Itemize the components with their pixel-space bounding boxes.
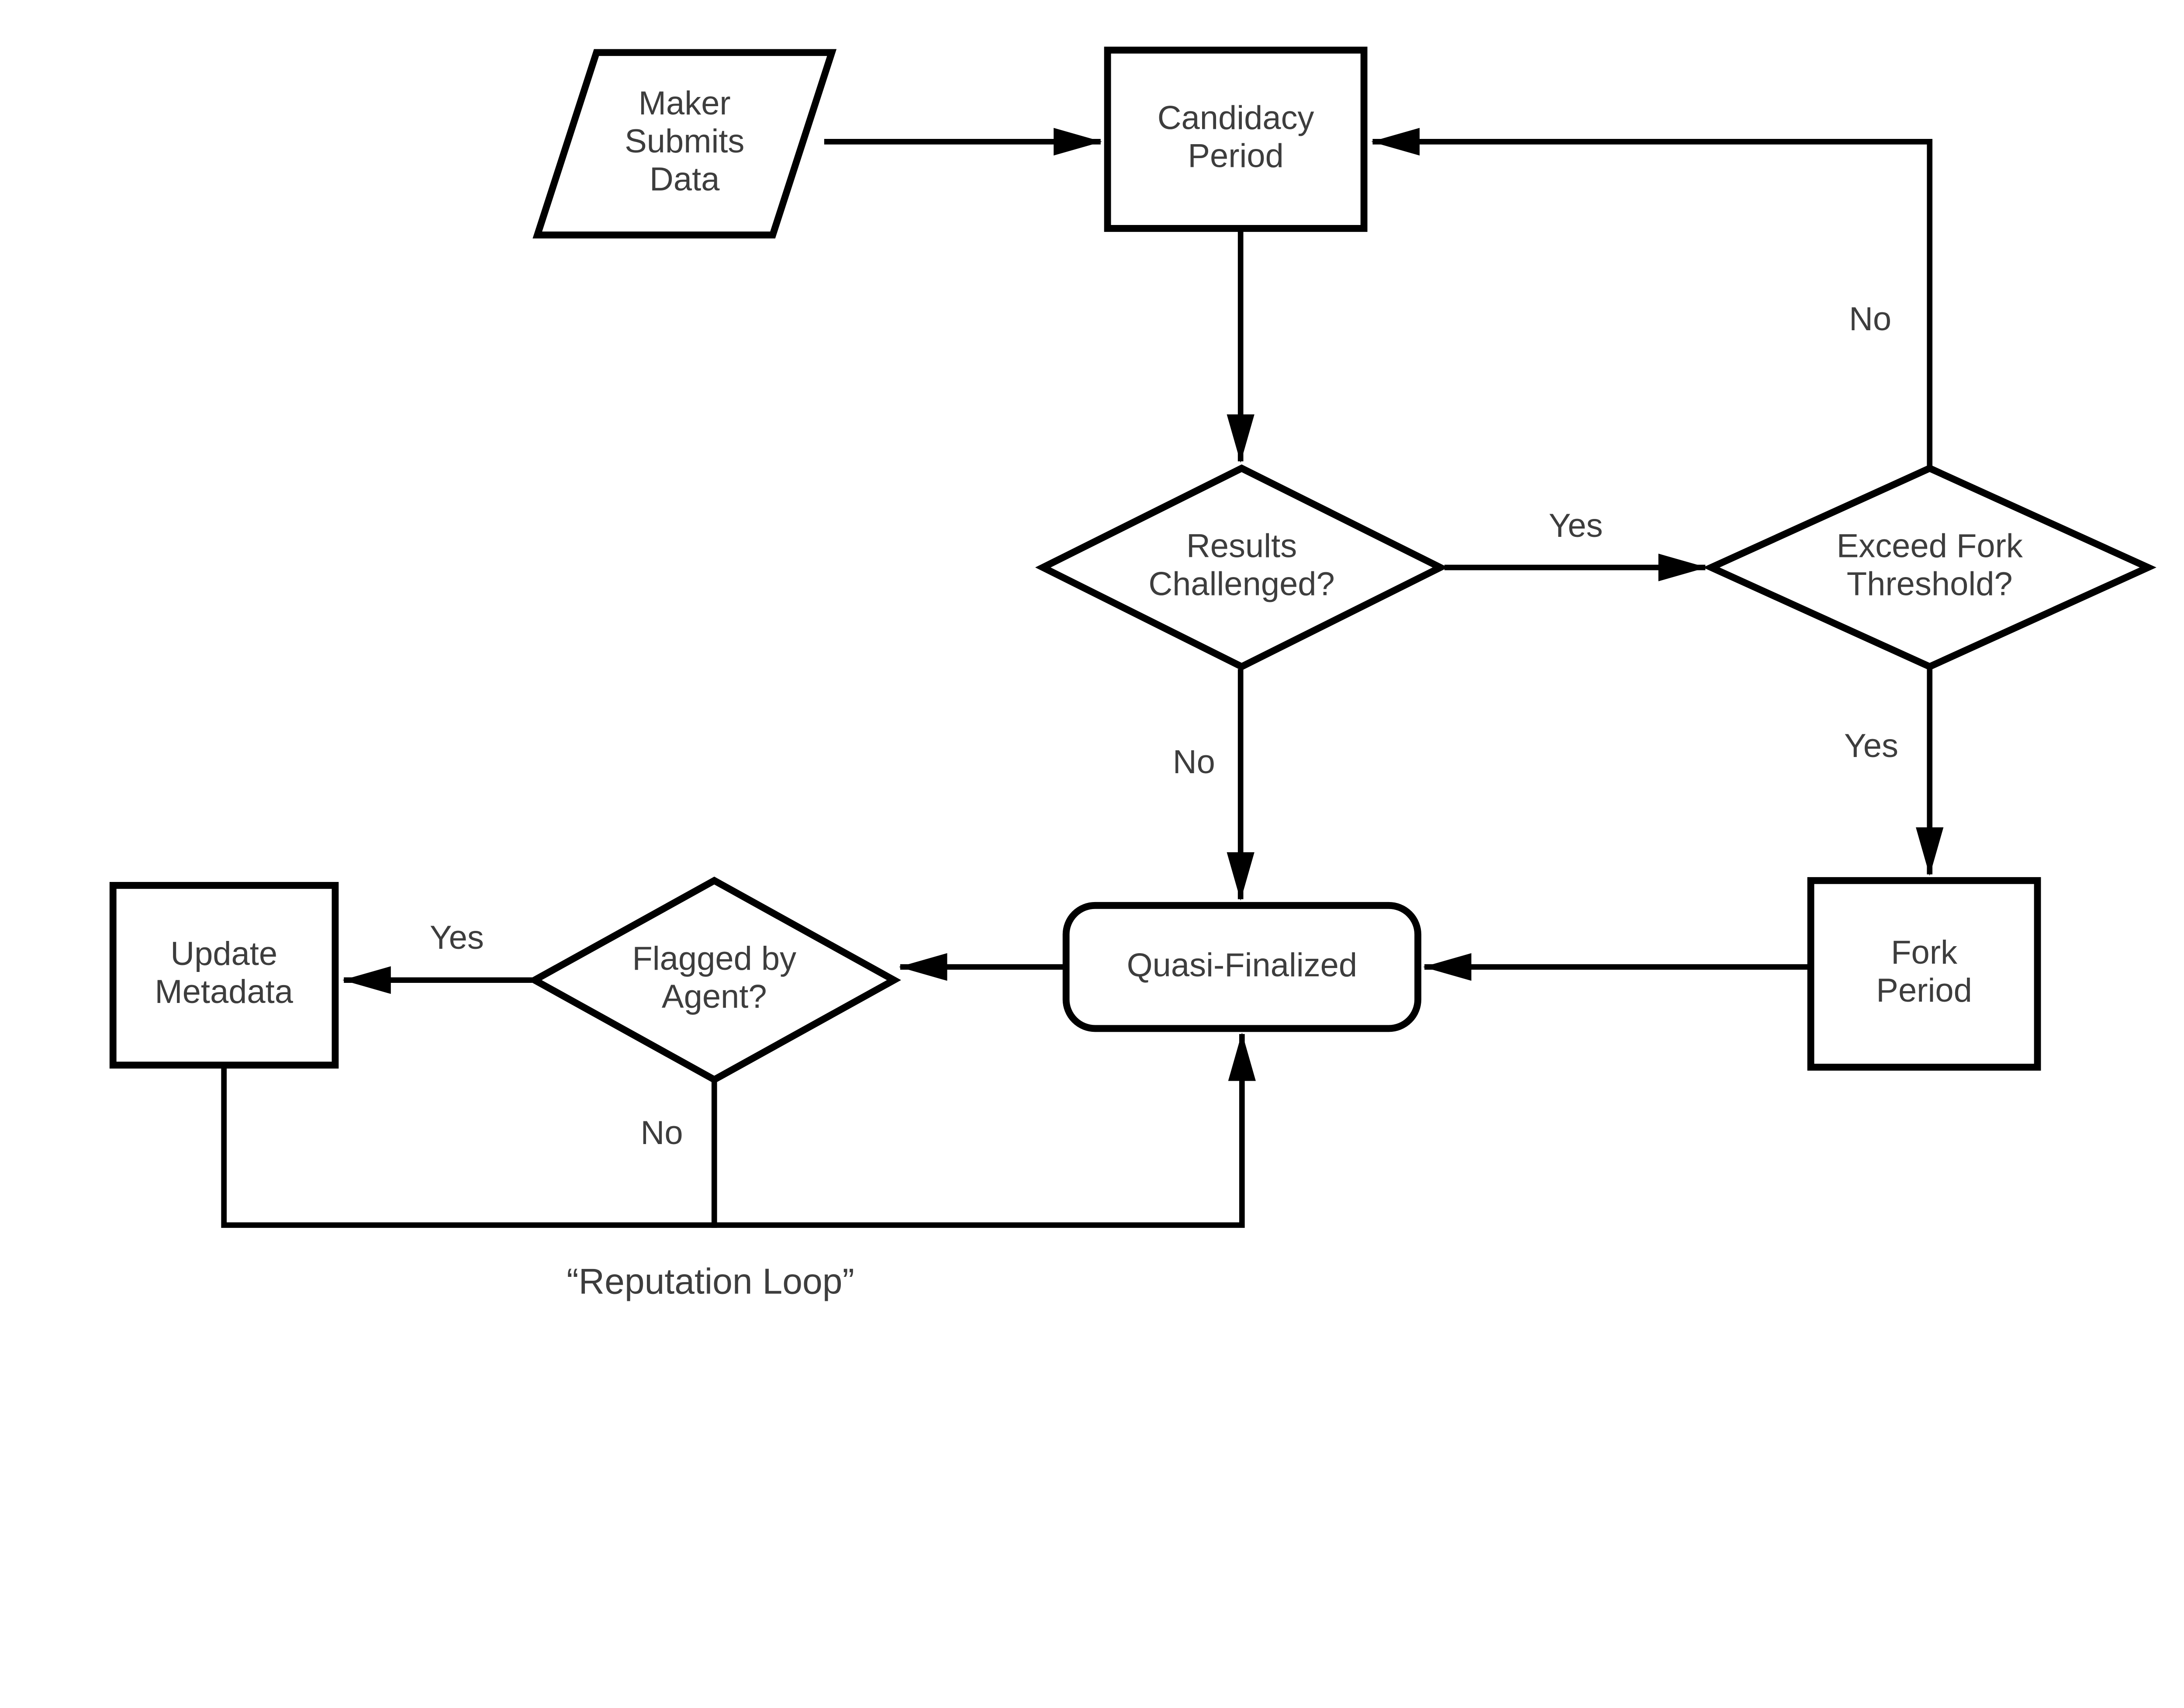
node-label: Metadata bbox=[155, 973, 293, 1010]
node-label: Period bbox=[1188, 137, 1284, 174]
node-quasi-finalized: Quasi-Finalized bbox=[1062, 902, 1421, 1032]
edge-label-no: No bbox=[1173, 743, 1215, 781]
node-exceed-fork-threshold: Exceed Fork Threshold? bbox=[1703, 464, 2156, 671]
node-label: Threshold? bbox=[1847, 566, 2013, 603]
flowchart-page: Maker Submits Data Candidacy Period Resu… bbox=[109, 46, 2156, 1302]
decision-diamond-shape bbox=[1035, 464, 1448, 671]
node-results-challenged: Results Challenged? bbox=[1035, 464, 1448, 671]
edge-label-no: No bbox=[640, 1114, 683, 1151]
node-label: Exceed Fork bbox=[1837, 528, 2023, 565]
node-update-metadata: Update Metadata bbox=[109, 882, 339, 1069]
decision-diamond-shape bbox=[1703, 464, 2156, 671]
node-label: Agent? bbox=[662, 978, 767, 1015]
node-fork-period: Fork Period bbox=[1807, 877, 2041, 1071]
rounded-rect-shape bbox=[1062, 902, 1421, 1032]
node-label: Update bbox=[170, 935, 277, 972]
process-rect-shape bbox=[1104, 46, 1368, 232]
node-label: Challenged? bbox=[1148, 566, 1334, 603]
node-label: Maker bbox=[639, 85, 731, 122]
node-label: Candidacy bbox=[1158, 99, 1314, 136]
edge-label-yes: Yes bbox=[1844, 727, 1898, 764]
edge-reputation-loop bbox=[221, 1032, 1256, 1228]
node-maker-submits-data: Maker Submits Data bbox=[532, 49, 837, 239]
node-candidacy-period: Candidacy Period bbox=[1104, 46, 1368, 232]
node-label: Quasi-Finalized bbox=[1127, 947, 1358, 984]
flowchart-canvas: Maker Submits Data Candidacy Period Resu… bbox=[109, 46, 2156, 1302]
process-rect-shape bbox=[109, 882, 339, 1069]
node-label: Submits bbox=[625, 123, 744, 160]
node-label: Results bbox=[1186, 528, 1297, 565]
node-label: Fork bbox=[1891, 934, 1958, 971]
node-label: Flagged by bbox=[632, 940, 796, 977]
edge-label-yes: Yes bbox=[1549, 507, 1603, 544]
node-flagged-by-agent: Flagged by Agent? bbox=[527, 876, 902, 1084]
edge-label-no: No bbox=[1849, 301, 1891, 338]
diagram-caption: “Reputation Loop” bbox=[567, 1262, 854, 1302]
process-rect-shape bbox=[1807, 877, 2041, 1071]
decision-diamond-shape bbox=[527, 876, 902, 1084]
node-label: Period bbox=[1876, 972, 1972, 1009]
edge-exceed-no-to-candidacy bbox=[1371, 128, 1933, 466]
edge-label-yes: Yes bbox=[430, 919, 484, 956]
parallelogram-shape bbox=[532, 49, 837, 239]
node-label: Data bbox=[650, 161, 720, 198]
